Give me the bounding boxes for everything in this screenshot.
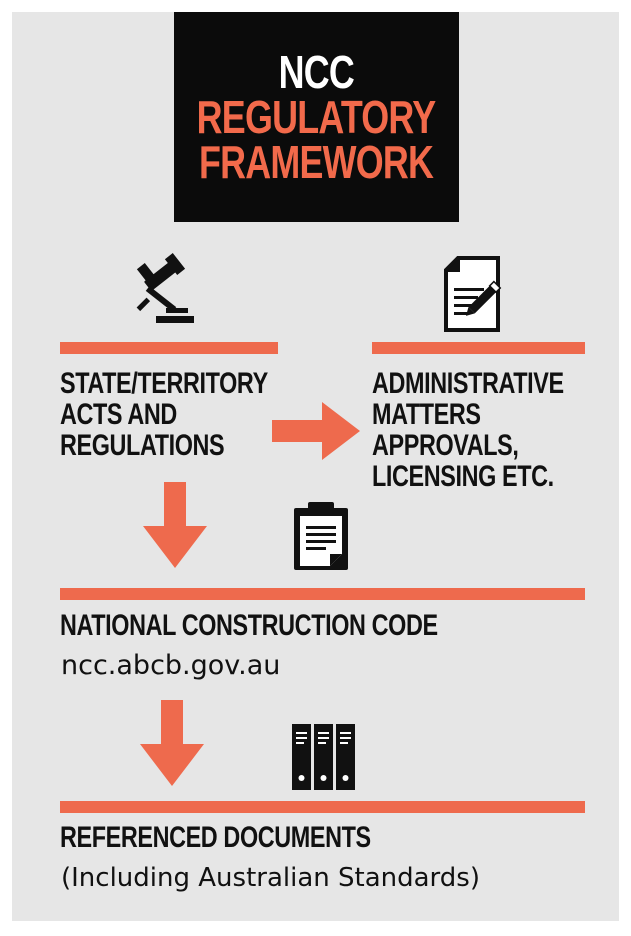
- admin-matters-line-4: LICENSING ETC.: [372, 460, 554, 493]
- title-framework: FRAMEWORK: [199, 135, 434, 188]
- title-regulatory: REGULATORY: [197, 90, 437, 143]
- referenced-heading: REFERENCED DOCUMENTS: [60, 821, 371, 854]
- clipboard-icon: [294, 502, 348, 570]
- document-pencil-icon: [444, 256, 502, 332]
- ncc-url: ncc.abcb.gov.au: [61, 650, 281, 681]
- state-acts-line-1: STATE/TERRITORY: [60, 367, 268, 400]
- admin-matters-line-3: APPROVALS,: [372, 429, 519, 462]
- referenced-subtext: (Including Australian Standards): [61, 863, 480, 893]
- state-acts-bar: [60, 342, 278, 354]
- arrow-down-icon: [143, 482, 207, 568]
- admin-matters-heading: ADMINISTRATIVE MATTERS APPROVALS, LICENS…: [372, 368, 564, 492]
- ncc-bar: [60, 588, 585, 600]
- state-acts-heading: STATE/TERRITORY ACTS AND REGULATIONS: [60, 368, 268, 461]
- arrow-down-icon-2: [140, 700, 204, 786]
- title-ncc: NCC: [278, 45, 355, 98]
- arrow-right-icon: [272, 402, 360, 460]
- admin-matters-line-1: ADMINISTRATIVE: [372, 367, 564, 400]
- referenced-bar: [60, 801, 585, 813]
- binders-icon: [292, 724, 355, 790]
- admin-matters-bar: [372, 342, 585, 354]
- state-acts-line-3: REGULATIONS: [60, 429, 225, 462]
- ncc-heading: NATIONAL CONSTRUCTION CODE: [60, 609, 438, 642]
- title-box: NCC REGULATORY FRAMEWORK: [174, 12, 459, 222]
- gavel-icon: [136, 253, 194, 323]
- state-acts-line-2: ACTS AND: [60, 398, 177, 431]
- admin-matters-line-2: MATTERS: [372, 398, 481, 431]
